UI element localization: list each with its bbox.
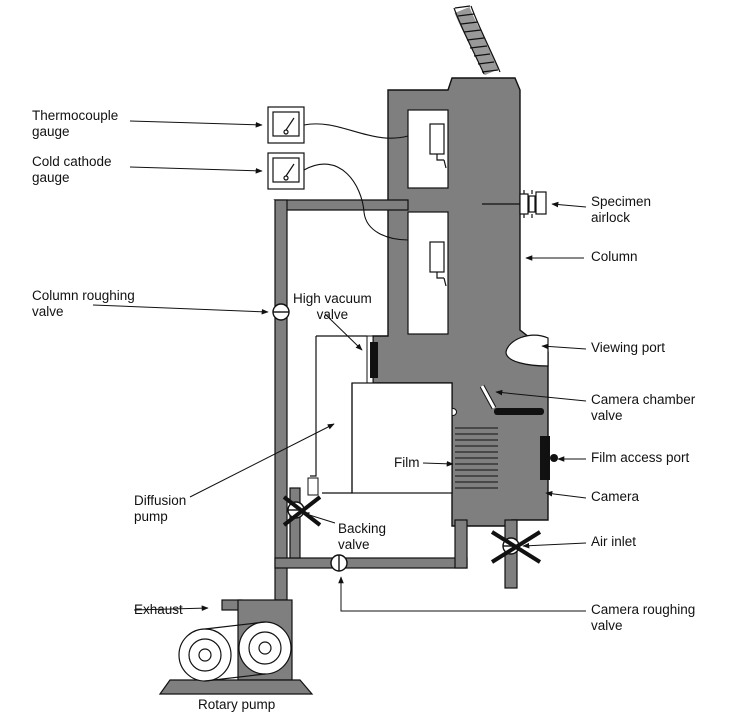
high-vacuum-valve	[366, 335, 378, 384]
camera-chamber-valve	[479, 384, 544, 415]
diffusion-pump-body	[351, 382, 453, 494]
thermocouple-gauge	[267, 106, 305, 144]
gauge-head-upper	[429, 123, 447, 169]
thermocouple-wire	[303, 123, 409, 139]
film-stack	[455, 427, 498, 489]
film-label: Film	[394, 455, 420, 470]
camera-label: Camera	[591, 489, 640, 504]
film-access-port-label: Film access port	[591, 450, 690, 465]
pipework	[221, 199, 468, 611]
rotary-pump-label: Rotary pump	[198, 697, 276, 712]
exhaust-label: Exhaust	[134, 602, 183, 617]
viewing-port-label: Viewing port	[591, 340, 666, 355]
air-inlet-valve	[490, 530, 542, 564]
flex-hose	[453, 5, 501, 76]
camera-roughing-valve	[330, 554, 348, 572]
rotary-pump	[158, 599, 314, 695]
leader-lines	[92, 120, 587, 612]
specimen-airlock	[482, 190, 547, 218]
gauge-head-lower	[429, 241, 447, 287]
viewing-port-window	[505, 334, 549, 367]
air-inlet-label: Air inlet	[591, 534, 637, 549]
column-window-lower	[407, 211, 449, 335]
column-roughing-valve	[272, 303, 290, 321]
diffusion-pump-inlet	[310, 335, 367, 494]
film-access-port	[540, 436, 558, 480]
cold-cathode-wire	[303, 163, 409, 241]
backing-valve	[282, 477, 322, 527]
cold-cathode-gauge	[267, 152, 305, 190]
column-label: Column	[591, 249, 638, 264]
